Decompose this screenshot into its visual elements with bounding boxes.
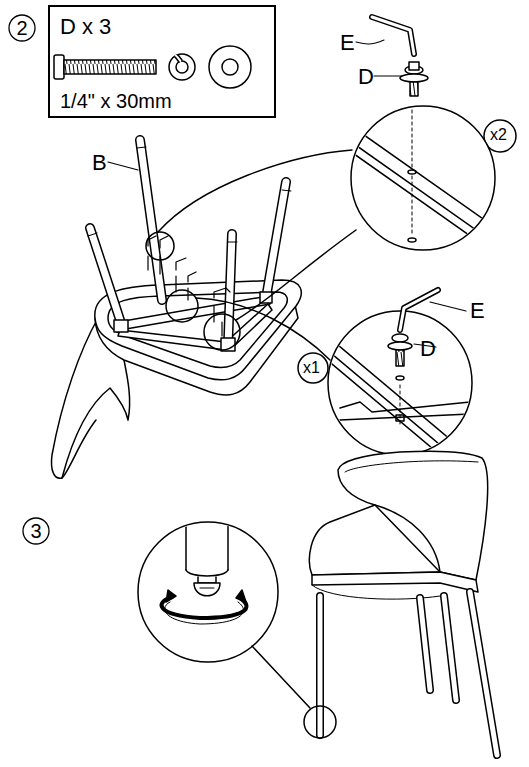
part-label: D bbox=[420, 338, 436, 360]
bolt-d-top bbox=[400, 62, 428, 96]
step-number: 3 bbox=[22, 517, 50, 545]
quantity-label: x1 bbox=[303, 360, 320, 376]
allen-key-e bbox=[372, 17, 414, 54]
parts-box: D x 3 1/4" x 30mm bbox=[48, 5, 276, 118]
part-label: E bbox=[470, 300, 485, 322]
bolt-d-2 bbox=[388, 334, 412, 366]
part-label: B bbox=[92, 152, 107, 174]
part-spec-text: 1/4" x 30mm bbox=[60, 90, 264, 112]
leader-lines bbox=[108, 40, 466, 347]
detail-circle-x2 bbox=[340, 106, 516, 264]
lock-washer bbox=[169, 54, 195, 80]
flat-washer bbox=[209, 46, 251, 88]
bolt-d bbox=[54, 55, 156, 79]
part-label: D bbox=[358, 66, 374, 88]
glide-detail bbox=[138, 515, 310, 708]
chair-upright bbox=[304, 451, 497, 755]
chair-upside-down bbox=[51, 140, 356, 478]
allen-key-e-2 bbox=[400, 290, 438, 330]
quantity-label: x2 bbox=[490, 127, 507, 143]
step-number-text: 2 bbox=[16, 17, 27, 39]
step-number: 2 bbox=[8, 14, 36, 42]
part-spec-text: D x 3 bbox=[60, 15, 264, 39]
step-number-text: 3 bbox=[30, 520, 41, 542]
part-label: E bbox=[340, 32, 355, 54]
